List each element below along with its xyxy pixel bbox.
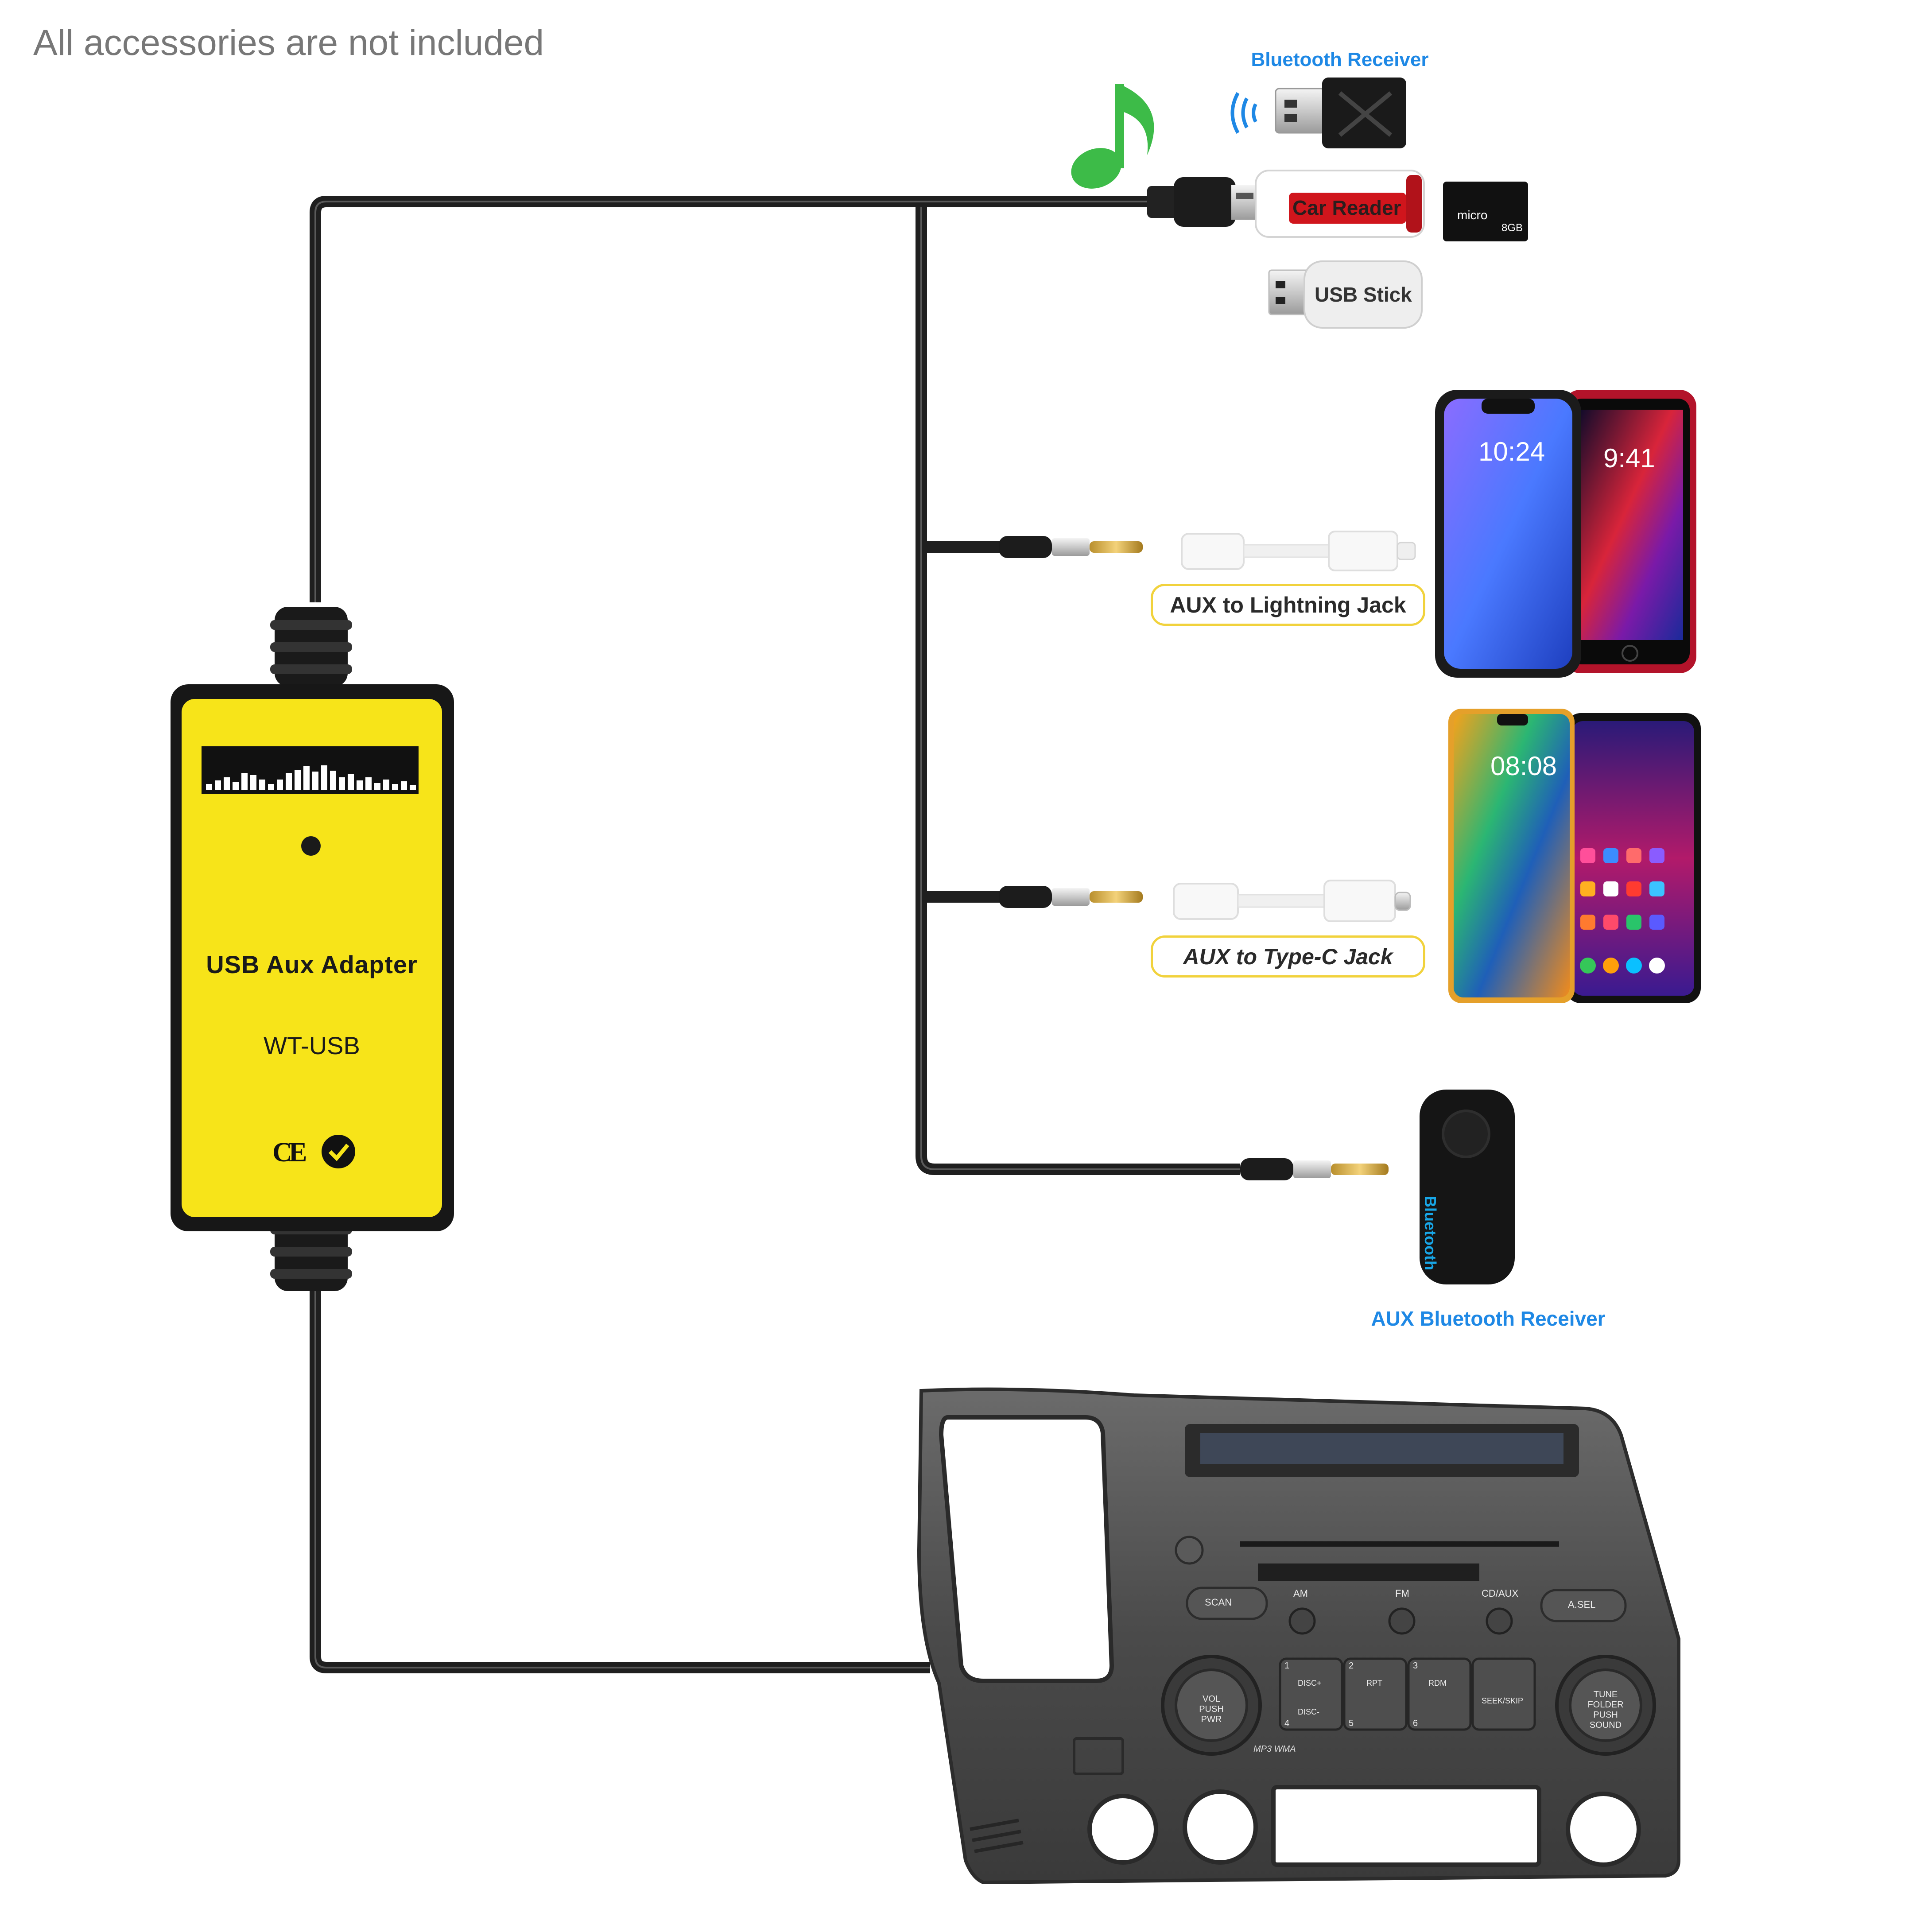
svg-text:8GB: 8GB [1501,222,1523,234]
svg-text:E: E [289,1137,307,1168]
disclaimer-note: All accessories are not included [33,23,544,63]
radio-rpt-label: RPT [1366,1679,1382,1688]
jack-bluetooth [1240,1158,1389,1180]
music-note-icon [1071,84,1154,189]
lightning-adapter [1181,531,1416,571]
radio-disc-minus-label: DISC- [1298,1707,1319,1716]
aux-bluetooth-label: AUX Bluetooth Receiver [1371,1307,1606,1330]
radio-disc-plus-label: DISC+ [1298,1679,1322,1688]
aux-lightning-label: AUX to Lightning Jack [1151,584,1425,626]
indicator-led [301,836,321,856]
radio-vol-label: VOL PUSH PWR [1199,1694,1224,1724]
car-reader-label: Car Reader [1292,196,1401,219]
usb-plug [1147,177,1258,227]
aux-bluetooth-device [1420,1090,1515,1284]
radio-tune-label: TUNE FOLDER PUSH SOUND [1587,1690,1624,1730]
aux-typec-label: AUX to Type-C Jack [1151,935,1425,978]
android-phone-huawei [1448,709,1575,1003]
usb-stick [1268,260,1423,329]
adapter-model: WT-USB [264,1032,360,1059]
radio-asel-label: A.SEL [1568,1599,1596,1610]
radio-scan-label: SCAN [1205,1597,1232,1608]
iphone-x-clock: 10:24 [1478,437,1545,466]
iphone-red-clock: 9:41 [1603,443,1655,473]
radio-cdaux-label: CD/AUX [1482,1588,1519,1599]
radio-preset-2: 2 [1349,1661,1354,1671]
jack-lightning [999,536,1143,558]
radio-preset-6: 6 [1413,1719,1418,1728]
radio-am-label: AM [1293,1588,1308,1599]
typec-adapter [1173,880,1411,922]
bluetooth-usb-dongle [1230,78,1406,148]
radio-preset-1: 1 [1284,1661,1290,1671]
rohs-icon [322,1135,355,1168]
bluetooth-device-text: Bluetooth [1421,1196,1439,1270]
radio-preset-4: 4 [1284,1719,1290,1728]
aux-trunk-cable [916,207,1240,1175]
jack-typec [999,886,1143,908]
radio-seek-label: SEEK/SKIP [1482,1696,1524,1705]
car-reader [1255,170,1425,238]
svg-text:micro: micro [1457,208,1487,222]
radio-preset-5: 5 [1349,1719,1354,1728]
sd-card: micro 8GB [1443,182,1528,241]
svg-text:C: C [272,1137,292,1168]
strain-relief-top [270,607,352,687]
bluetooth-receiver-label: Bluetooth Receiver [1251,49,1429,70]
adapter-title: USB Aux Adapter [206,950,418,978]
usb-stick-label: USB Stick [1315,283,1412,306]
iphone-x [1435,390,1581,678]
huawei-clock: 08:08 [1490,751,1557,781]
radio-preset-3: 3 [1413,1661,1418,1671]
iphone-red [1563,390,1696,673]
radio-fm-label: FM [1395,1588,1409,1599]
radio-format-label: MP3 WMA [1253,1744,1296,1754]
adapter-box: C E [171,684,454,1231]
radio-cable [310,1276,930,1673]
android-phone-mi [1566,713,1701,1003]
car-radio [917,1387,1680,1885]
radio-rdm-label: RDM [1428,1679,1447,1688]
